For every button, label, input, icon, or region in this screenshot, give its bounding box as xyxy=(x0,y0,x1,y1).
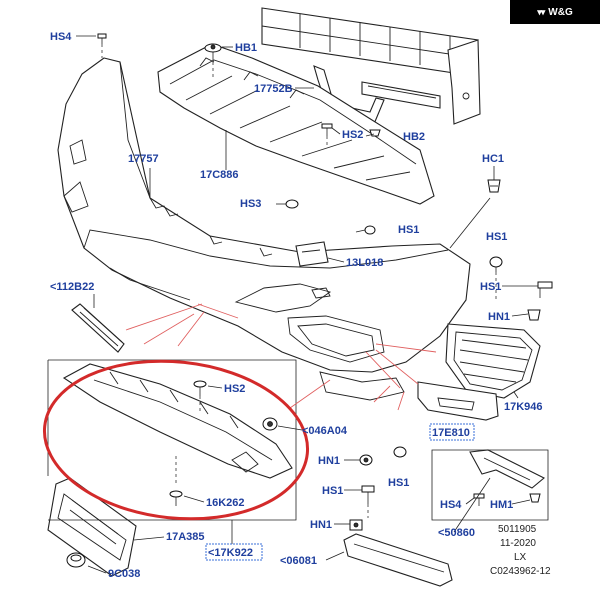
label-9c038: 9C038 xyxy=(108,568,140,580)
label-17e810: 17E810 xyxy=(432,427,470,439)
label-leaders xyxy=(76,35,538,574)
group-box-right xyxy=(431,449,549,521)
label-17a385: 17A385 xyxy=(166,531,205,543)
label-hn1-low: HN1 xyxy=(310,519,332,531)
trim-strip-06081 xyxy=(343,533,453,587)
energy-absorber-17c886 xyxy=(157,43,435,205)
label-hb1: HB1 xyxy=(235,42,257,54)
label-13l018: 13L018 xyxy=(346,257,383,269)
meta-drawing-id: C0243962-12 xyxy=(490,566,551,577)
red-leader-lines xyxy=(125,303,437,411)
label-hs1-mid2: HS1 xyxy=(388,477,409,489)
fastener-hs2-top xyxy=(321,123,333,136)
label-17757: 17757 xyxy=(128,153,159,165)
bumper-cover-17757 xyxy=(57,57,471,401)
label-hs2-top: HS2 xyxy=(342,129,363,141)
fastener-hn1-right xyxy=(527,309,541,321)
label-17752b: 17752B xyxy=(254,83,293,95)
label-06081: <06081 xyxy=(280,555,317,567)
label-box-17e810 xyxy=(429,423,475,441)
fastener-hs1-r2 xyxy=(537,281,553,298)
label-17c886: 17C886 xyxy=(200,169,239,181)
label-hs3: HS3 xyxy=(240,198,261,210)
label-hs2-low: HS2 xyxy=(224,383,245,395)
logo-mark: ▾▾ xyxy=(537,6,545,17)
label-hs4-low: HS4 xyxy=(440,499,462,511)
fastener-hb2 xyxy=(369,129,381,137)
label-16k262: 16K262 xyxy=(206,497,245,509)
meta-part-number: 5011905 xyxy=(498,524,537,535)
bracket-50860 xyxy=(469,449,545,489)
fastener-hs1-right xyxy=(489,256,503,272)
label-hs1-right: HS1 xyxy=(486,231,507,243)
label-046a04: <046A04 xyxy=(302,425,348,437)
fastener-hs4-top xyxy=(97,33,107,44)
fastener-hc1 xyxy=(487,179,501,193)
license-plate-bracket-17a385 xyxy=(47,477,137,577)
trim-17e810 xyxy=(417,381,499,421)
highlight-ellipse xyxy=(42,359,310,521)
fastener-046a04 xyxy=(262,417,278,431)
label-box-17k922 xyxy=(205,543,263,561)
logo-text: W&G xyxy=(548,6,573,18)
meta-date: 11-2020 xyxy=(500,538,536,549)
label-hm1: HM1 xyxy=(490,499,513,511)
fastener-hs2-low xyxy=(193,380,207,396)
label-hc1: HC1 xyxy=(482,153,504,165)
label-hb2: HB2 xyxy=(403,131,425,143)
dashed-leaders xyxy=(101,44,497,518)
fastener-hb1 xyxy=(204,43,222,62)
label-50860: <50860 xyxy=(438,527,475,539)
fastener-hs1-mid2 xyxy=(393,446,407,458)
label-hs1-r2: HS1 xyxy=(480,281,501,293)
lower-spoiler-17k922 xyxy=(62,363,293,479)
bumper-reinforcement-beam xyxy=(261,7,481,125)
brand-logo: ▾▾ W&G xyxy=(510,0,600,24)
fog-bezel-17k946 xyxy=(445,323,541,399)
label-112b22: <112B22 xyxy=(50,281,94,293)
label-hs1-mid: HS1 xyxy=(398,224,419,236)
fastener-hn1-mid xyxy=(359,454,373,466)
fastener-hs1-low xyxy=(361,485,375,504)
fastener-9c038 xyxy=(66,552,86,568)
label-17k922: <17K922 xyxy=(208,547,253,559)
fastener-hs1-mid xyxy=(355,225,376,235)
fastener-hs3 xyxy=(276,199,299,209)
label-hn1-mid: HN1 xyxy=(318,455,340,467)
grille-strip-112b22 xyxy=(71,303,125,353)
label-hn1-right: HN1 xyxy=(488,311,510,323)
meta-model: LX xyxy=(514,552,527,563)
fastener-hn1-low xyxy=(349,519,363,531)
label-hs4-top: HS4 xyxy=(50,31,72,43)
tow-eye-cover-13l018 xyxy=(295,241,329,267)
label-17k946: 17K946 xyxy=(504,401,543,413)
fastener-hm1 xyxy=(529,493,541,503)
fastener-16k262 xyxy=(169,490,183,506)
label-hs1-low: HS1 xyxy=(322,485,343,497)
fastener-hs4-low xyxy=(473,493,485,506)
